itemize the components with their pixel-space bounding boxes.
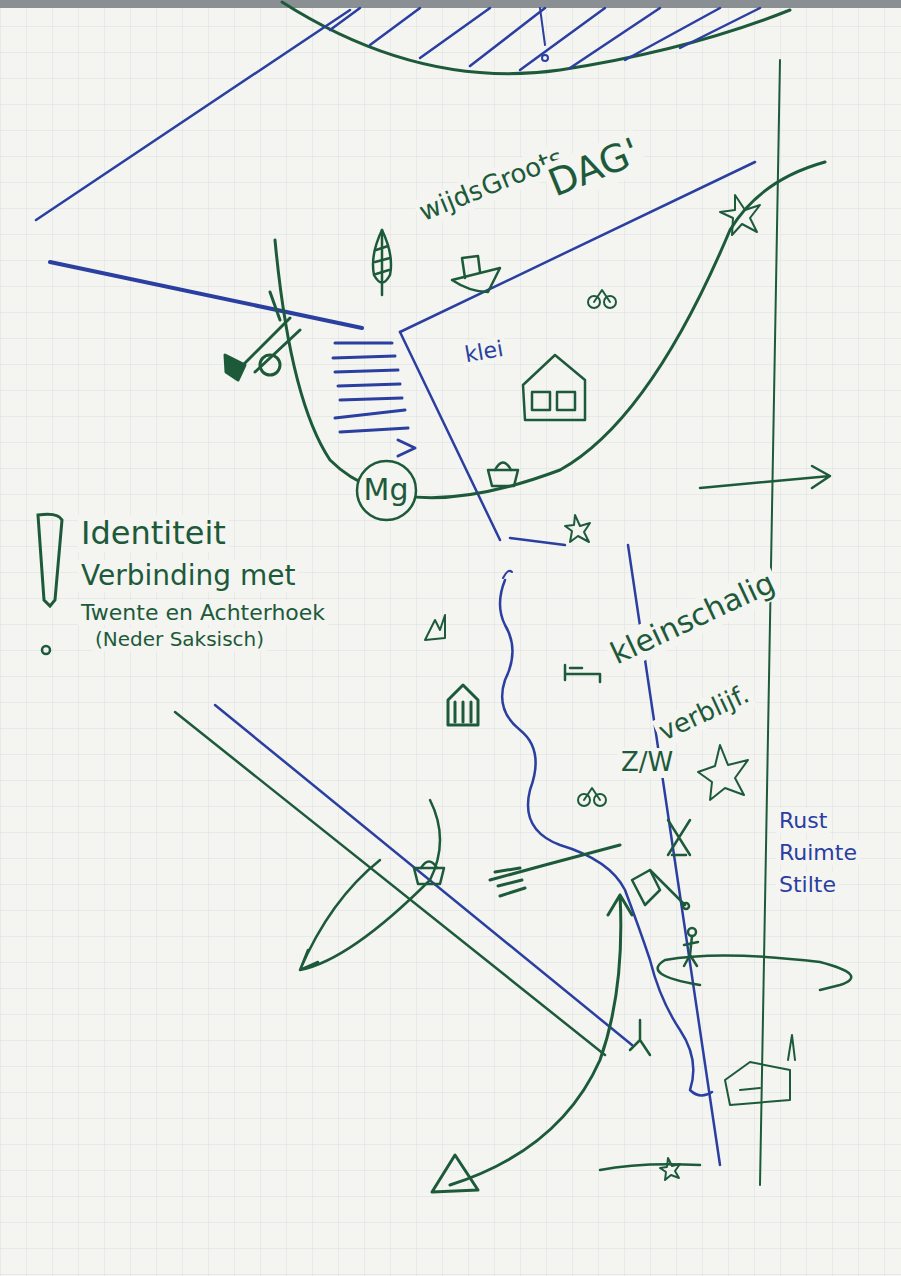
exclamation-mark	[38, 514, 62, 606]
road-line	[175, 712, 605, 1055]
bird-icon	[425, 615, 445, 640]
theme-text: Identiteit	[78, 515, 229, 552]
region-curve	[275, 162, 825, 498]
route-line	[600, 1164, 700, 1170]
loop-arrow	[658, 955, 852, 990]
quality-label: Rust	[776, 808, 830, 833]
bike-icon	[588, 290, 616, 308]
theme-text: Verbinding met	[78, 560, 298, 592]
circle-marker: Mg	[355, 459, 418, 522]
road-line	[36, 10, 350, 220]
angler-icon	[632, 870, 689, 909]
figure-icon	[630, 1020, 650, 1055]
river-source	[503, 571, 512, 578]
crane-icon	[225, 292, 300, 380]
river	[500, 580, 712, 1096]
star	[565, 515, 590, 542]
house-icon	[725, 1035, 795, 1105]
basket-icon	[488, 463, 518, 487]
bed-icon	[565, 665, 600, 682]
quality-label: Stilte	[776, 872, 839, 897]
tree-icon	[373, 230, 391, 295]
theme-text: Twente en Achterhoek	[78, 600, 328, 625]
tent-icon	[668, 820, 690, 855]
route-arrow	[450, 895, 632, 1185]
theme-text: (Neder Saksisch)	[92, 628, 267, 651]
hatching	[330, 8, 760, 70]
short-line	[510, 538, 565, 545]
star	[698, 745, 748, 800]
region-arc	[282, 2, 790, 74]
farm-icon	[523, 355, 585, 420]
star	[720, 195, 760, 235]
border-line	[760, 60, 780, 1185]
quality-label: Ruimte	[776, 840, 860, 865]
pin	[540, 8, 545, 45]
paper-edge	[0, 0, 901, 8]
node-text: Mg	[364, 475, 409, 505]
road-line	[215, 705, 632, 1045]
arrow	[700, 466, 830, 488]
speed-icon	[490, 845, 620, 896]
shed-icon	[448, 685, 478, 725]
star	[660, 1158, 680, 1180]
canal-line	[50, 262, 362, 328]
bike-icon	[578, 788, 606, 806]
pin-dot	[542, 55, 548, 61]
exclamation-dot	[42, 646, 50, 654]
walker-icon	[684, 928, 698, 966]
boat-icon	[452, 256, 500, 292]
water-hatch	[333, 343, 415, 456]
season-label: Z/W	[618, 748, 676, 778]
triangle-marker	[432, 1155, 478, 1192]
basket-icon	[414, 862, 444, 885]
